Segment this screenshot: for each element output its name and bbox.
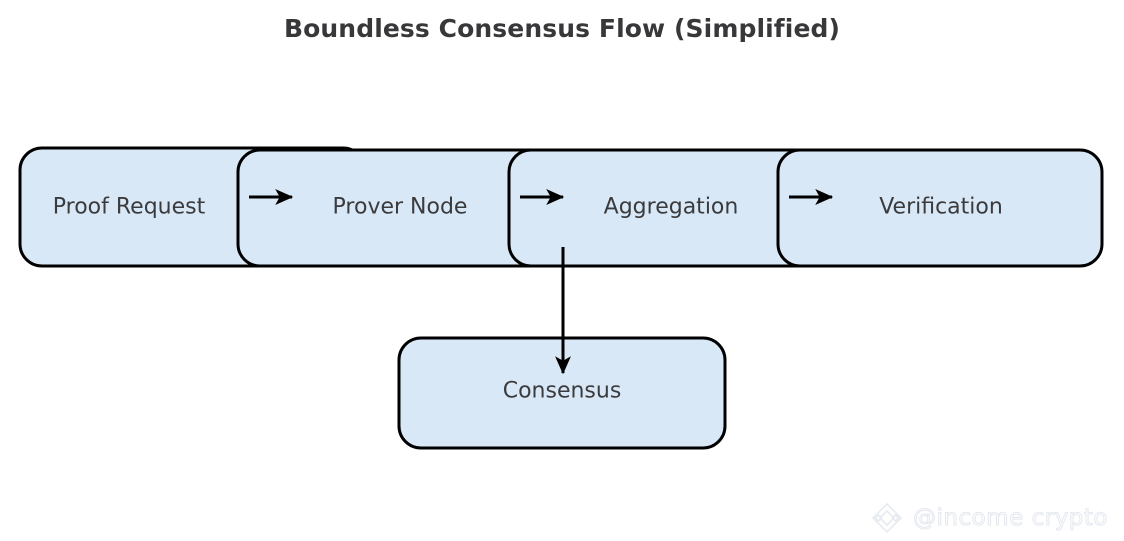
node-label-verification: Verification xyxy=(879,194,1003,220)
watermark: @income crypto xyxy=(870,501,1108,535)
node-label-aggregation: Aggregation xyxy=(603,194,739,220)
node-label-consensus: Consensus xyxy=(502,378,622,404)
nodes-layer xyxy=(18,146,1104,450)
node-label-proof_request: Proof Request xyxy=(52,194,206,220)
edges-layer xyxy=(249,189,834,375)
watermark-handle: @income crypto xyxy=(913,505,1108,532)
diamond-logo-icon xyxy=(871,502,903,534)
page-title: Boundless Consensus Flow (Simplified) xyxy=(283,14,841,43)
node-box-verification[interactable] xyxy=(776,148,1104,268)
node-label-prover_node: Prover Node xyxy=(332,194,468,220)
